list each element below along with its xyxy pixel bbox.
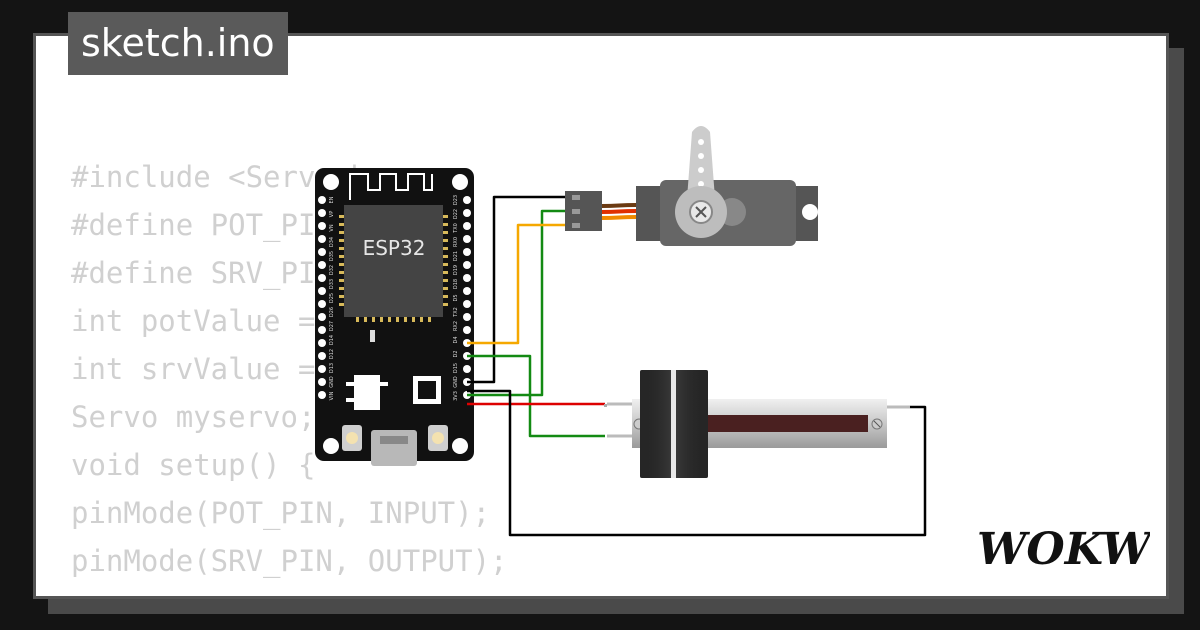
pin-label: D21: [453, 251, 459, 261]
pin-label: GND: [453, 376, 459, 388]
pin-label: D2: [453, 350, 459, 357]
pin-label: TX2: [453, 307, 459, 318]
pin-label: D5: [453, 294, 459, 301]
pin-label: GND: [329, 376, 335, 388]
pin-label: TX0: [453, 223, 459, 234]
pin-label: D15: [453, 363, 459, 373]
pin-label: VP: [329, 211, 335, 217]
wire-servo-gnd[interactable]: [467, 195, 568, 384]
wire-servo-signal[interactable]: [467, 223, 568, 345]
pin-label: D13: [329, 363, 335, 373]
slider-track: [705, 415, 868, 432]
pin-label: RX2: [453, 321, 459, 331]
pin-label: D32: [329, 265, 335, 275]
code-background: #include <Servo.h>#define POT_PIN 34#def…: [71, 153, 508, 596]
pin-label: D23: [453, 195, 459, 205]
pin-label: EN: [329, 196, 335, 203]
esp32-label: ESP32: [363, 236, 426, 260]
pin-label: D35: [329, 251, 335, 261]
preview-card: #include <Servo.h>#define POT_PIN 34#def…: [33, 33, 1169, 599]
right-pin-header: [463, 196, 471, 399]
servo-motor[interactable]: [636, 126, 818, 246]
pin-label: D27: [329, 321, 335, 331]
pin-label: D26: [329, 307, 335, 317]
code-line: pinMode(SRV_PIN, OUTPUT);: [71, 544, 508, 578]
usb-port: [371, 430, 417, 466]
pin-label: RX0: [453, 237, 459, 247]
wire-pot-signal[interactable]: [467, 354, 605, 438]
wire-servo-vcc[interactable]: [467, 209, 568, 397]
wokwi-logo-text: WOKWi: [977, 524, 1150, 574]
code-line: Serial.begin(115200);: [71, 585, 508, 596]
pin-label: D14: [329, 335, 335, 345]
wokwi-logo: WOKWi: [977, 524, 1150, 574]
pin-label: D12: [329, 349, 335, 359]
file-tab[interactable]: sketch.ino: [68, 12, 288, 75]
pin-label: D34: [329, 237, 335, 247]
esp32-board[interactable]: ESP32 E: [315, 168, 474, 466]
pin-label: D22: [453, 209, 459, 219]
pin-label: D25: [329, 293, 335, 303]
left-pin-header: [318, 196, 326, 399]
slide-potentiometer[interactable]: [604, 370, 910, 478]
pin-label: 3V3: [453, 391, 459, 401]
code-line: pinMode(POT_PIN, INPUT);: [71, 496, 491, 530]
pin-label: D33: [329, 279, 335, 289]
pin-label: D19: [453, 265, 459, 275]
code-line: Servo myservo;: [71, 400, 316, 434]
servo-connector: [565, 191, 637, 231]
wire-pot-gnd[interactable]: [467, 389, 927, 537]
pin-label: VN: [329, 224, 335, 231]
pin-label: D4: [453, 336, 459, 343]
code-line: void setup() {: [71, 448, 316, 482]
pin-label: D18: [453, 279, 459, 289]
pin-label: VIN: [329, 391, 335, 400]
